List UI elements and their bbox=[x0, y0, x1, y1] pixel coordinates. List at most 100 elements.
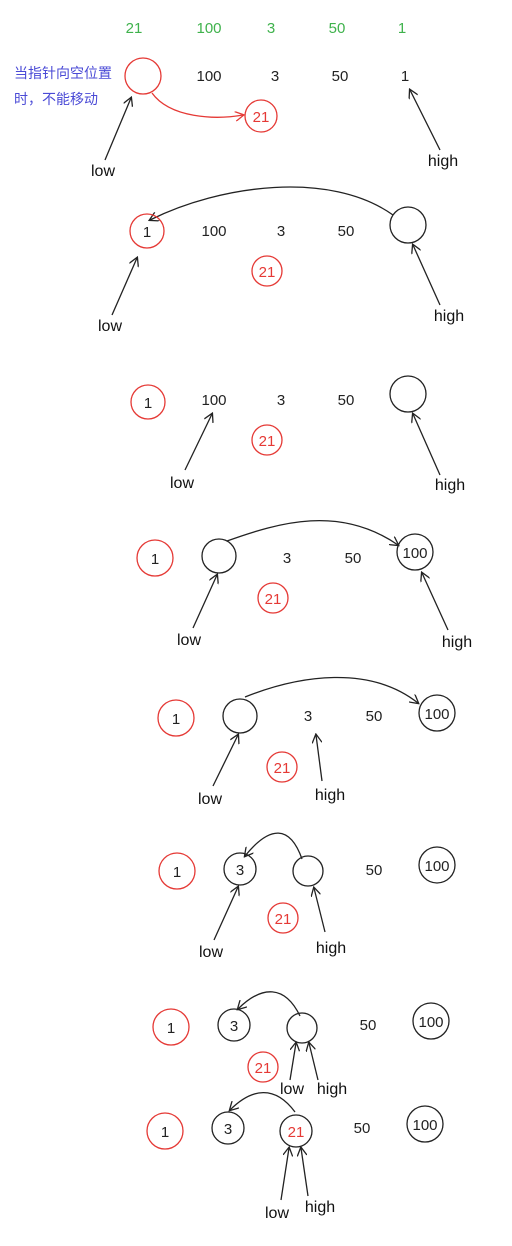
low-label: low bbox=[199, 944, 223, 961]
step-5: 1 3 50 100 21 low high bbox=[157, 676, 456, 808]
filled-slot-circle bbox=[130, 384, 166, 420]
step-4: 1 3 50 100 21 low high bbox=[136, 520, 472, 651]
low-label: low bbox=[177, 632, 201, 649]
filled-slot-circle bbox=[157, 699, 195, 737]
low-pointer-arrow bbox=[213, 887, 238, 941]
pivot-circle bbox=[251, 255, 283, 287]
filled-slot-circle bbox=[152, 1008, 190, 1046]
move-arrow bbox=[244, 676, 418, 703]
array-value: 1 bbox=[151, 551, 159, 568]
pivot-placed-circle bbox=[279, 1114, 313, 1148]
array-value: 3 bbox=[236, 862, 244, 879]
header-value: 3 bbox=[267, 20, 275, 37]
high-pointer-arrow bbox=[309, 1043, 319, 1081]
step-3: 1 100 3 50 21 low high bbox=[130, 375, 465, 494]
array-value: 50 bbox=[366, 862, 383, 879]
array-value: 1 bbox=[167, 1020, 175, 1037]
array-value: 50 bbox=[338, 392, 355, 409]
pivot-extract-arrow bbox=[151, 92, 243, 117]
high-label: high bbox=[434, 308, 464, 325]
high-label: high bbox=[428, 153, 458, 170]
pivot-value: 21 bbox=[275, 911, 292, 928]
high-label: high bbox=[442, 634, 472, 651]
step-8: 1 3 21 50 100 low high bbox=[146, 1091, 444, 1222]
pivot-circle bbox=[257, 582, 289, 614]
array-value: 3 bbox=[224, 1121, 232, 1138]
step-6: 1 3 50 100 21 low high bbox=[158, 832, 456, 961]
low-label: low bbox=[91, 163, 115, 180]
array-value: 50 bbox=[354, 1120, 371, 1137]
array-value: 100 bbox=[418, 1014, 443, 1031]
value-circle bbox=[217, 1008, 251, 1042]
array-value: 100 bbox=[402, 545, 427, 562]
array-value: 100 bbox=[196, 68, 221, 85]
array-value: 100 bbox=[424, 706, 449, 723]
high-pointer-arrow bbox=[314, 888, 326, 933]
high-label: high bbox=[317, 1081, 347, 1098]
header-value: 50 bbox=[329, 20, 346, 37]
step-1: 当指针向空位置 时，不能移动 100 3 50 1 21 low high bbox=[14, 57, 458, 180]
array-value: 1 bbox=[143, 224, 151, 241]
value-circle bbox=[418, 846, 456, 884]
note-line-2: 时，不能移动 bbox=[14, 91, 98, 107]
high-pointer-arrow bbox=[316, 735, 323, 782]
high-pointer-arrow bbox=[413, 245, 441, 306]
array-value: 3 bbox=[277, 392, 285, 409]
high-pointer-arrow bbox=[301, 1148, 309, 1197]
pivot-circle bbox=[244, 99, 278, 133]
header-value: 1 bbox=[398, 20, 406, 37]
high-pointer-arrow bbox=[410, 90, 441, 151]
pivot-value: 21 bbox=[259, 264, 276, 281]
value-circle bbox=[211, 1111, 245, 1145]
pivot-value: 21 bbox=[274, 760, 291, 777]
value-circle bbox=[223, 852, 257, 886]
low-label: low bbox=[170, 475, 194, 492]
pivot-value: 21 bbox=[255, 1060, 272, 1077]
low-label: low bbox=[280, 1081, 304, 1098]
pivot-circle bbox=[251, 424, 283, 456]
note-line-1: 当指针向空位置 bbox=[14, 65, 112, 81]
pivot-value: 21 bbox=[253, 109, 270, 126]
array-value: 3 bbox=[304, 708, 312, 725]
array-value: 100 bbox=[424, 858, 449, 875]
high-label: high bbox=[435, 477, 465, 494]
move-arrow bbox=[230, 1091, 296, 1113]
array-value: 1 bbox=[173, 864, 181, 881]
array-value: 3 bbox=[271, 68, 279, 85]
empty-slot-circle bbox=[124, 57, 162, 95]
low-pointer-arrow bbox=[280, 1148, 289, 1201]
low-pointer-arrow bbox=[192, 575, 217, 629]
empty-slot-circle bbox=[222, 698, 258, 734]
array-value: 1 bbox=[161, 1124, 169, 1141]
filled-slot-circle bbox=[158, 852, 196, 890]
array-value: 1 bbox=[172, 711, 180, 728]
pivot-value: 21 bbox=[265, 591, 282, 608]
array-value: 100 bbox=[412, 1117, 437, 1134]
value-circle bbox=[412, 1002, 450, 1040]
array-value: 50 bbox=[360, 1017, 377, 1034]
move-arrow bbox=[226, 520, 398, 545]
array-value: 1 bbox=[144, 395, 152, 412]
empty-slot-circle bbox=[389, 375, 427, 413]
low-label: low bbox=[265, 1205, 289, 1222]
header-row: 21 100 3 50 1 bbox=[126, 20, 407, 37]
low-pointer-arrow bbox=[184, 414, 212, 471]
filled-slot-circle bbox=[136, 539, 174, 577]
step-7: 1 3 50 100 21 low high bbox=[152, 991, 450, 1098]
filled-slot-circle bbox=[146, 1112, 184, 1150]
move-arrow bbox=[150, 186, 394, 220]
value-circle bbox=[406, 1105, 444, 1143]
step-2: 1 100 3 50 21 low high bbox=[98, 186, 464, 335]
move-arrow bbox=[245, 832, 303, 860]
pivot-circle bbox=[266, 751, 298, 783]
pivot-value: 21 bbox=[259, 433, 276, 450]
array-value: 3 bbox=[283, 550, 291, 567]
array-value: 50 bbox=[345, 550, 362, 567]
low-label: low bbox=[98, 318, 122, 335]
filled-slot-circle bbox=[129, 213, 165, 249]
high-label: high bbox=[315, 787, 345, 804]
array-value: 50 bbox=[366, 708, 383, 725]
high-label: high bbox=[316, 940, 346, 957]
value-circle bbox=[396, 533, 434, 571]
